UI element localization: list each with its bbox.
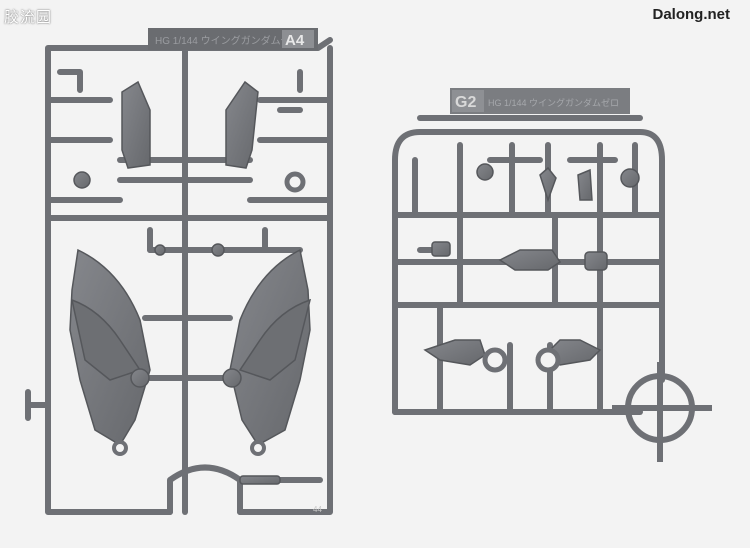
sprue-g2-title: HG 1/144 ウイングガンダムゼロ <box>488 97 619 108</box>
gate-number: 44 <box>313 505 322 514</box>
sprue-a4-code: A4 <box>285 32 305 49</box>
sprue-g2-parts <box>423 163 640 373</box>
sprue-g2-code: G2 <box>455 94 476 111</box>
sprue-a4-title: HG 1/144 ウイングガンダムゼロ <box>155 34 301 47</box>
runner-ring <box>612 362 712 462</box>
sprue-a4 <box>25 37 333 515</box>
sprue-a4-parts <box>69 80 312 485</box>
watermark-left: 胶流园 <box>4 8 53 26</box>
sprue-a4-tag <box>148 28 318 50</box>
watermark-right: Dalong.net <box>652 6 731 23</box>
